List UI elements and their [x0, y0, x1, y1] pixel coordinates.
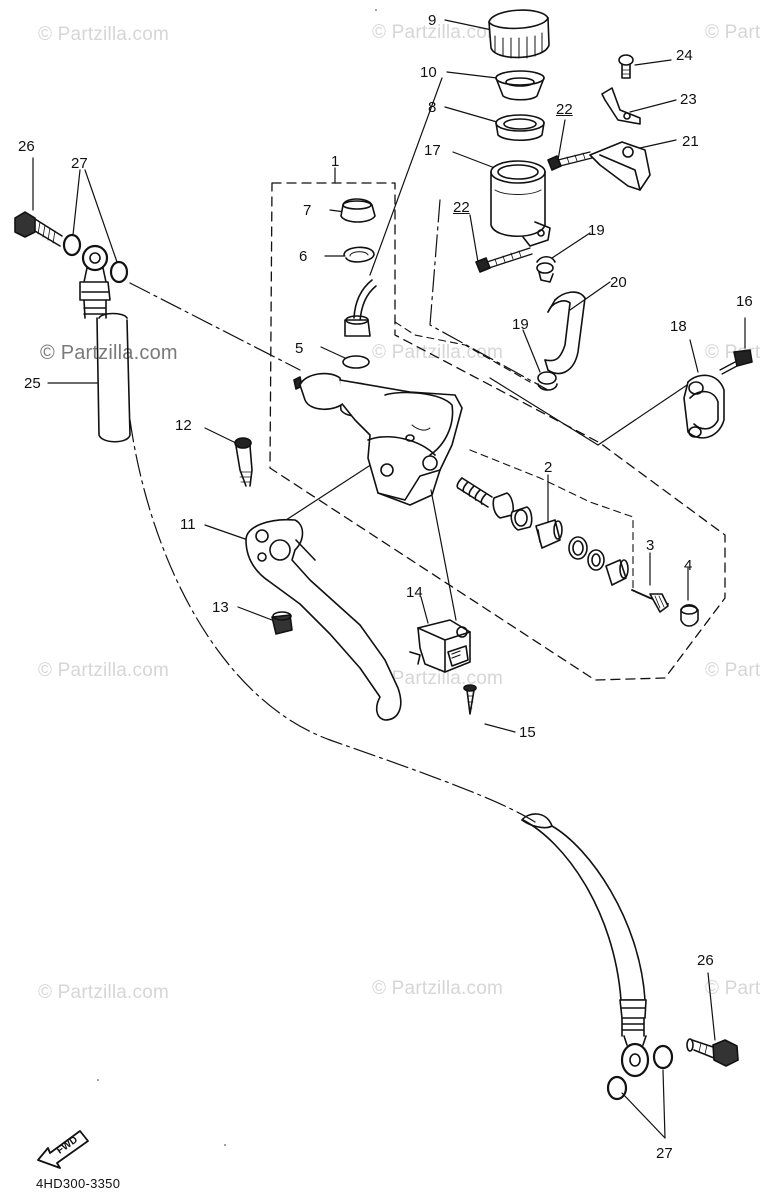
reference-line — [430, 489, 457, 621]
reservoir-hose — [544, 291, 586, 375]
screw — [463, 684, 477, 715]
callout-10: 10 — [420, 64, 437, 81]
watermark: © Part — [705, 22, 761, 43]
copper-washer — [109, 260, 129, 284]
boot-cap — [340, 198, 376, 223]
clutch-hose-upper — [96, 312, 131, 443]
callout-22-lower: 22 — [453, 199, 470, 216]
banjo-fitting — [79, 244, 111, 319]
circlip — [343, 246, 375, 263]
reference-line — [489, 377, 691, 446]
watermark: © Partzilla.com — [372, 668, 504, 689]
clutch-hose-lower — [521, 813, 647, 1001]
reference-line — [394, 321, 531, 383]
copper-washer — [652, 1044, 674, 1070]
nut — [271, 611, 293, 635]
leader-lines — [32, 19, 746, 1139]
callout-4: 4 — [684, 557, 693, 574]
callout-27-upper: 27 — [71, 155, 88, 172]
watermark: © Partzilla.com — [38, 24, 170, 45]
callout-13: 13 — [212, 599, 229, 616]
callout-27-lower: 27 — [656, 1145, 673, 1162]
callout-19-upper: 19 — [588, 222, 605, 239]
watermark: © Partzilla.com — [38, 982, 170, 1003]
callout-21: 21 — [682, 133, 699, 150]
watermark: © Partzilla.com — [372, 22, 504, 43]
reservoir-bracket — [589, 141, 651, 191]
callout-7: 7 — [303, 202, 312, 219]
callout-17: 17 — [424, 142, 441, 159]
callout-20: 20 — [610, 274, 627, 291]
banjo-fitting — [619, 999, 650, 1078]
hose-clip — [537, 371, 558, 391]
dust-boot — [680, 603, 699, 627]
callout-22-upper: 22 — [556, 101, 573, 118]
banjo-bolt — [686, 1038, 739, 1067]
callout-15: 15 — [519, 724, 536, 741]
callout-25: 25 — [24, 375, 41, 392]
clutch-lever — [245, 518, 402, 721]
callout-8: 8 — [428, 99, 437, 116]
callout-16: 16 — [736, 293, 753, 310]
callout-23: 23 — [680, 91, 697, 108]
handlebar-clamp — [683, 374, 725, 439]
fwd-arrow-icon — [37, 1130, 89, 1169]
callout-19-lower: 19 — [512, 316, 529, 333]
watermark: © Part — [705, 978, 761, 999]
bolt — [547, 151, 593, 171]
callout-18: 18 — [670, 318, 687, 335]
piston-spring — [456, 477, 493, 508]
copper-washer — [62, 233, 82, 257]
reference-line — [129, 282, 301, 371]
callout-6: 6 — [299, 248, 308, 265]
callout-12: 12 — [175, 417, 192, 434]
pivot-bolt — [234, 437, 253, 487]
watermark: © Part — [705, 660, 761, 681]
reference-line — [129, 419, 536, 823]
callout-24: 24 — [676, 47, 693, 64]
watermark: © Partzilla.com — [372, 978, 504, 999]
watermark: © Partzilla.com — [38, 660, 170, 681]
master-cylinder-body — [293, 372, 463, 506]
assembly-outline-1 — [269, 182, 726, 681]
callout-11: 11 — [180, 516, 196, 533]
bolt — [719, 349, 753, 375]
callout-9: 9 — [428, 12, 437, 29]
reservoir — [490, 160, 551, 247]
o-ring — [342, 355, 370, 369]
push-rod — [631, 589, 669, 613]
watermark: © Partzilla.com — [372, 342, 504, 363]
piston-parts — [492, 492, 629, 586]
callout-26-lower: 26 — [697, 952, 714, 969]
reservoir-cap — [488, 9, 550, 59]
diaphragm — [495, 70, 545, 101]
reference-line — [429, 199, 549, 391]
callout-5: 5 — [295, 340, 304, 357]
callout-14: 14 — [406, 584, 423, 601]
hose-clip — [536, 255, 556, 283]
stay — [601, 87, 641, 125]
diaphragm-plate — [495, 114, 545, 142]
bolt — [475, 247, 533, 273]
callout-1: 1 — [331, 153, 340, 170]
diagram-code: 4HD300-3350 — [36, 1176, 121, 1191]
inlet-pipe — [344, 279, 377, 337]
copper-washer — [606, 1075, 628, 1101]
clutch-switch — [409, 619, 471, 673]
callout-3: 3 — [646, 537, 655, 554]
callout-2: 2 — [544, 459, 553, 476]
watermark: © Partzilla.com — [40, 342, 178, 364]
screw — [618, 54, 634, 79]
assembly-outline-2 — [469, 449, 634, 591]
banjo-bolt — [14, 211, 63, 247]
callout-26-upper: 26 — [18, 138, 35, 155]
